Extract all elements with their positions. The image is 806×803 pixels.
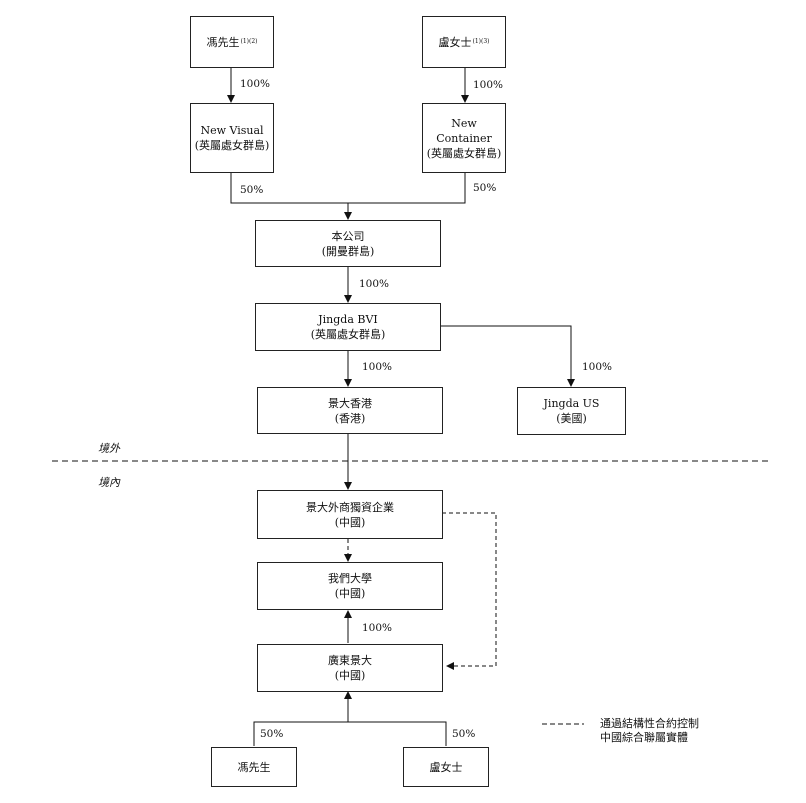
node-label: 盧女士: [438, 35, 472, 49]
edge-label-company-to-bvi: 100%: [359, 278, 390, 290]
region-label-offshore: 境外: [98, 442, 120, 455]
region-label-onshore: 境內: [98, 476, 120, 489]
legend-line-2: 中國綜合聯屬實體: [600, 731, 688, 744]
edge-label-bvi-to-us: 100%: [582, 361, 613, 373]
node-jingda-hk: 景大香港 (香港): [257, 387, 443, 434]
node-jurisdiction: (開曼群島): [321, 244, 375, 258]
edge-label-lu-to-new-container: 100%: [473, 79, 504, 91]
legend-line-1: 通過結構性合約控制: [600, 717, 699, 730]
node-label: 廣東景大: [328, 654, 372, 667]
node-mr-feng-bottom: 馮先生: [211, 747, 297, 787]
node-label: 馮先生: [206, 35, 240, 49]
edge-label-guangdong-to-university: 100%: [362, 622, 393, 634]
node-label: 我們大學: [328, 572, 372, 585]
node-jurisdiction: (中國): [334, 515, 366, 529]
edge-bvi-to-us: [440, 325, 575, 387]
node-guangdong-jingda: 廣東景大 (中國): [257, 644, 443, 692]
node-jurisdiction: (英屬處女群島): [310, 328, 386, 341]
edge-wfoe-to-guangdong-contractual: [442, 512, 497, 670]
edge-label-new-container-to-company: 50%: [473, 182, 497, 194]
node-ms-lu: 盧女士(1)(3): [422, 16, 506, 68]
edge-label-feng-to-new-visual: 100%: [240, 78, 271, 90]
node-label: 盧女士: [429, 760, 463, 774]
node-jurisdiction: (英屬處女群島): [426, 146, 502, 160]
node-jingda-us: Jingda US (美國): [517, 387, 626, 435]
node-jurisdiction: (美國): [556, 412, 587, 425]
node-jurisdiction: (中國): [334, 669, 366, 682]
node-label: New Container: [436, 116, 492, 145]
node-jurisdiction: (香港): [334, 411, 366, 425]
node-label: Jingda BVI: [318, 313, 378, 326]
legend: 通過結構性合約控制 中國綜合聯屬實體: [600, 717, 699, 745]
edge-new-container-to-company: [348, 173, 466, 204]
node-wfoe: 景大外商獨資企業 (中國): [257, 490, 443, 539]
node-new-container: New Container (英屬處女群島): [422, 103, 506, 173]
node-label: 景大香港: [328, 396, 372, 410]
node-jingda-bvi: Jingda BVI (英屬處女群島): [255, 303, 441, 351]
node-new-visual: New Visual (英屬處女群島): [190, 103, 274, 173]
footnote-ref: (1)(3): [472, 37, 490, 45]
node-label: 馮先生: [237, 760, 271, 774]
node-jurisdiction: (英屬處女群島): [194, 139, 270, 152]
edge-lu-bottom-to-merge: [348, 721, 447, 746]
node-label: Jingda US: [543, 397, 600, 410]
node-label: New Visual: [200, 124, 264, 137]
node-label: 景大外商獨資企業: [306, 500, 394, 514]
footnote-ref: (1)(2): [240, 37, 258, 45]
node-jurisdiction: (中國): [334, 587, 366, 600]
node-ms-lu-bottom: 盧女士: [403, 747, 489, 787]
node-company: 本公司 (開曼群島): [255, 220, 441, 267]
node-mr-feng: 馮先生(1)(2): [190, 16, 274, 68]
edge-label-new-visual-to-company: 50%: [240, 184, 264, 196]
edge-label-feng-to-guangdong: 50%: [260, 728, 284, 740]
node-our-university: 我們大學 (中國): [257, 562, 443, 610]
edge-feng-bottom-to-merge: [253, 721, 348, 746]
edge-label-lu-to-guangdong: 50%: [452, 728, 476, 740]
edge-new-visual-to-company: [230, 173, 348, 204]
edge-label-bvi-to-hk: 100%: [362, 361, 393, 373]
node-label: 本公司: [331, 229, 365, 243]
